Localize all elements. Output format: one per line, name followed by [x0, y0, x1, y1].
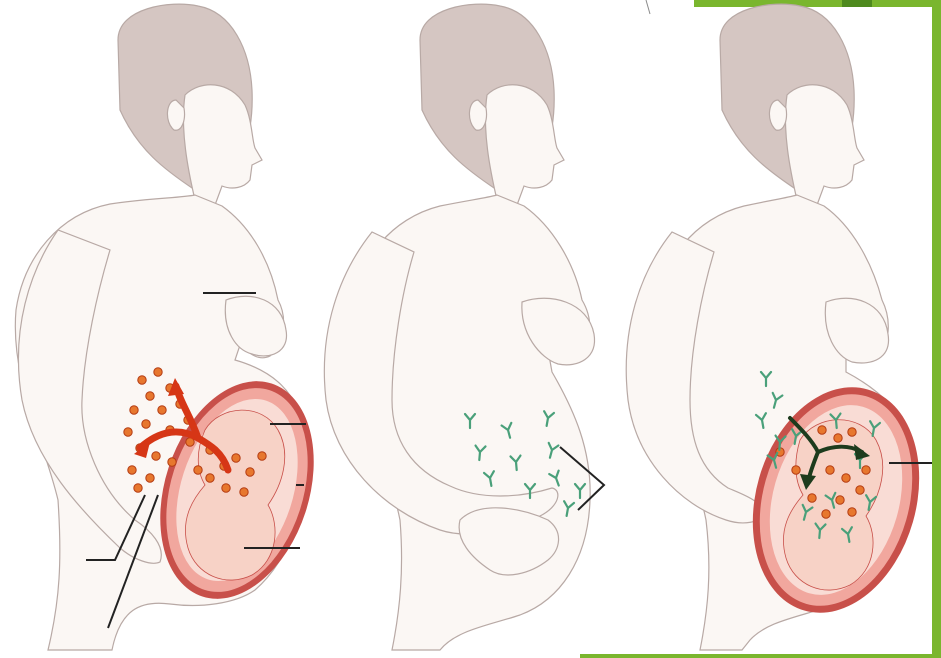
accent-bar-top	[694, 0, 941, 7]
red-blood-cell-icon	[862, 466, 870, 474]
red-blood-cell-icon	[842, 474, 850, 482]
red-blood-cell-icon	[194, 466, 202, 474]
red-blood-cell-icon	[152, 452, 160, 460]
red-blood-cell-icon	[168, 458, 176, 466]
red-blood-cell-icon	[134, 484, 142, 492]
accent-bar-bottom	[580, 654, 941, 658]
red-blood-cell-icon	[158, 406, 166, 414]
red-blood-cell-icon	[128, 466, 136, 474]
figure-second-pregnancy	[626, 4, 941, 650]
red-blood-cell-icon	[154, 368, 162, 376]
red-blood-cell-icon	[232, 454, 240, 462]
accent-bar-top-segment	[842, 0, 872, 7]
red-blood-cell-icon	[124, 428, 132, 436]
red-blood-cell-icon	[792, 466, 800, 474]
red-blood-cell-icon	[146, 392, 154, 400]
red-blood-cell-icon	[206, 474, 214, 482]
red-blood-cell-icon	[826, 466, 834, 474]
red-blood-cell-icon	[138, 376, 146, 384]
figure-sensitized-mother	[324, 4, 604, 650]
red-blood-cell-icon	[142, 420, 150, 428]
red-blood-cell-icon	[822, 510, 830, 518]
red-blood-cell-icon	[818, 426, 826, 434]
accent-divider-line	[646, 0, 650, 14]
red-blood-cell-icon	[130, 406, 138, 414]
red-blood-cell-icon	[240, 488, 248, 496]
accent-bar-right	[932, 0, 941, 658]
figure-first-pregnancy	[15, 4, 340, 650]
red-blood-cell-icon	[836, 496, 844, 504]
red-blood-cell-icon	[834, 434, 842, 442]
red-blood-cell-icon	[258, 452, 266, 460]
woman-figure-2	[324, 4, 594, 650]
red-blood-cell-icon	[246, 468, 254, 476]
red-blood-cell-icon	[856, 486, 864, 494]
red-blood-cell-icon	[848, 428, 856, 436]
red-blood-cell-icon	[808, 494, 816, 502]
red-blood-cell-icon	[222, 484, 230, 492]
red-blood-cell-icon	[146, 474, 154, 482]
red-blood-cell-icon	[848, 508, 856, 516]
